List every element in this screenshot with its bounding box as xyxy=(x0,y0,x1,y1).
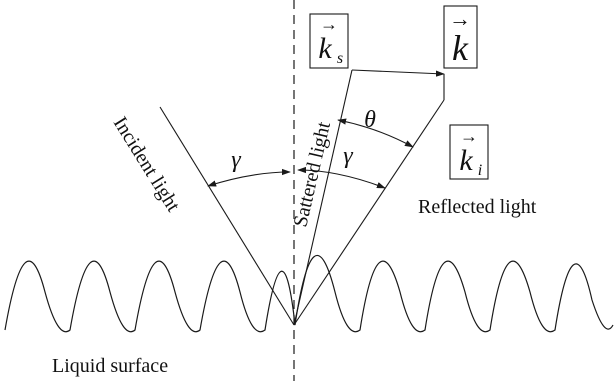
ki-arrow-glyph: → xyxy=(460,126,478,146)
ks-label-sub: s xyxy=(337,50,343,67)
theta-label: θ xyxy=(364,107,376,133)
reflected-ray xyxy=(293,99,445,326)
ki-label-box xyxy=(449,124,489,180)
theta-arc xyxy=(337,118,414,148)
ks-vector-arrow xyxy=(351,69,445,77)
gamma-reflected-arc xyxy=(297,166,386,189)
k-label-base: k xyxy=(452,28,469,68)
gamma-incident-arc xyxy=(207,168,291,187)
liquid-surface-label: Liquid surface xyxy=(52,355,168,377)
reflected-light-label: Reflected light xyxy=(418,196,537,218)
ks-label-box xyxy=(309,13,349,69)
ks-label-base: k xyxy=(318,32,332,65)
k-arrow-glyph: → xyxy=(449,6,471,31)
gamma-label-right: γ xyxy=(343,143,353,169)
scattered-ray xyxy=(293,69,353,326)
gamma-label-left: γ xyxy=(231,147,241,173)
incident-ray xyxy=(159,106,295,326)
liquid-surface-wave xyxy=(4,255,614,333)
k-label-box xyxy=(443,5,478,69)
ki-label-sub: i xyxy=(478,162,482,179)
ks-arrow-glyph: → xyxy=(320,14,338,34)
ki-label-base: k xyxy=(459,144,473,177)
